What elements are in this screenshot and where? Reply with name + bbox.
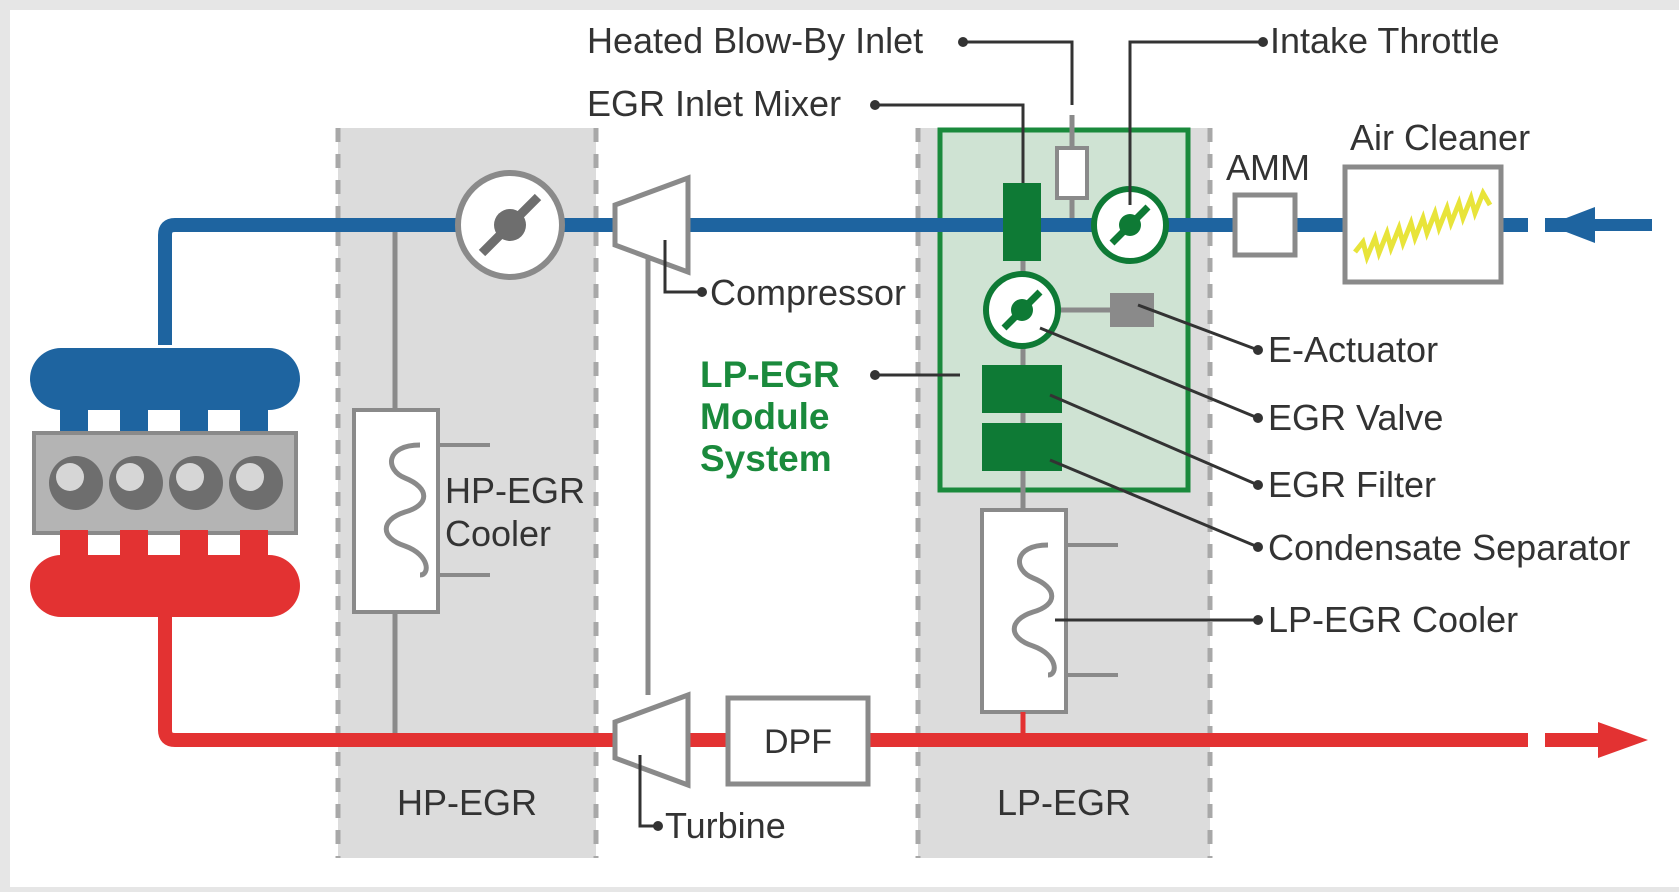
label-intake-throttle: Intake Throttle xyxy=(1270,20,1499,61)
dpf-label: DPF xyxy=(764,723,832,761)
label-lp-egr-cooler: LP-EGR Cooler xyxy=(1268,599,1518,640)
egr-valve-icon xyxy=(983,271,1061,349)
exhaust-arrow-icon xyxy=(1598,722,1648,758)
label-turbine: Turbine xyxy=(665,805,786,846)
air-cleaner-icon xyxy=(1342,164,1504,285)
label-zone-lp-egr: LP-EGR xyxy=(997,782,1131,823)
condensate-separator-icon xyxy=(982,423,1062,471)
label-hp-egr-cooler-line1: HP-EGR xyxy=(445,470,585,511)
amm-box xyxy=(1232,192,1298,258)
label-module-line1: LP-EGR xyxy=(700,354,840,395)
engine-icon xyxy=(30,348,300,617)
egr-filter-icon xyxy=(982,365,1062,413)
hp-throttle-valve-icon xyxy=(455,170,565,280)
heated-blow-by-inlet-icon xyxy=(1055,146,1089,200)
label-heated-blow-by-inlet: Heated Blow-By Inlet xyxy=(587,20,923,61)
label-hp-egr-cooler-line2: Cooler xyxy=(445,513,551,554)
label-egr-inlet-mixer: EGR Inlet Mixer xyxy=(587,83,841,124)
e-actuator-icon xyxy=(1110,293,1154,327)
leader-lines xyxy=(638,37,1268,831)
exhaust-line xyxy=(158,600,1648,758)
label-module-line3: System xyxy=(700,438,832,479)
label-egr-filter: EGR Filter xyxy=(1268,464,1436,505)
intake-line xyxy=(158,207,1652,345)
egr-inlet-mixer-icon xyxy=(1003,183,1041,261)
label-amm: AMM xyxy=(1226,147,1310,188)
label-zone-hp-egr: HP-EGR xyxy=(397,782,537,823)
label-condensate-separator: Condensate Separator xyxy=(1268,527,1630,568)
intake-arrow-icon xyxy=(1548,207,1652,243)
hp-egr-cooler xyxy=(352,408,490,614)
label-e-actuator: E-Actuator xyxy=(1268,329,1438,370)
label-compressor: Compressor xyxy=(710,272,906,313)
dpf-box xyxy=(725,695,871,787)
turbine-icon xyxy=(612,691,691,789)
label-air-cleaner: Air Cleaner xyxy=(1350,117,1530,158)
compressor-icon xyxy=(612,174,691,276)
label-module-line2: Module xyxy=(700,396,829,437)
label-egr-valve: EGR Valve xyxy=(1268,397,1443,438)
